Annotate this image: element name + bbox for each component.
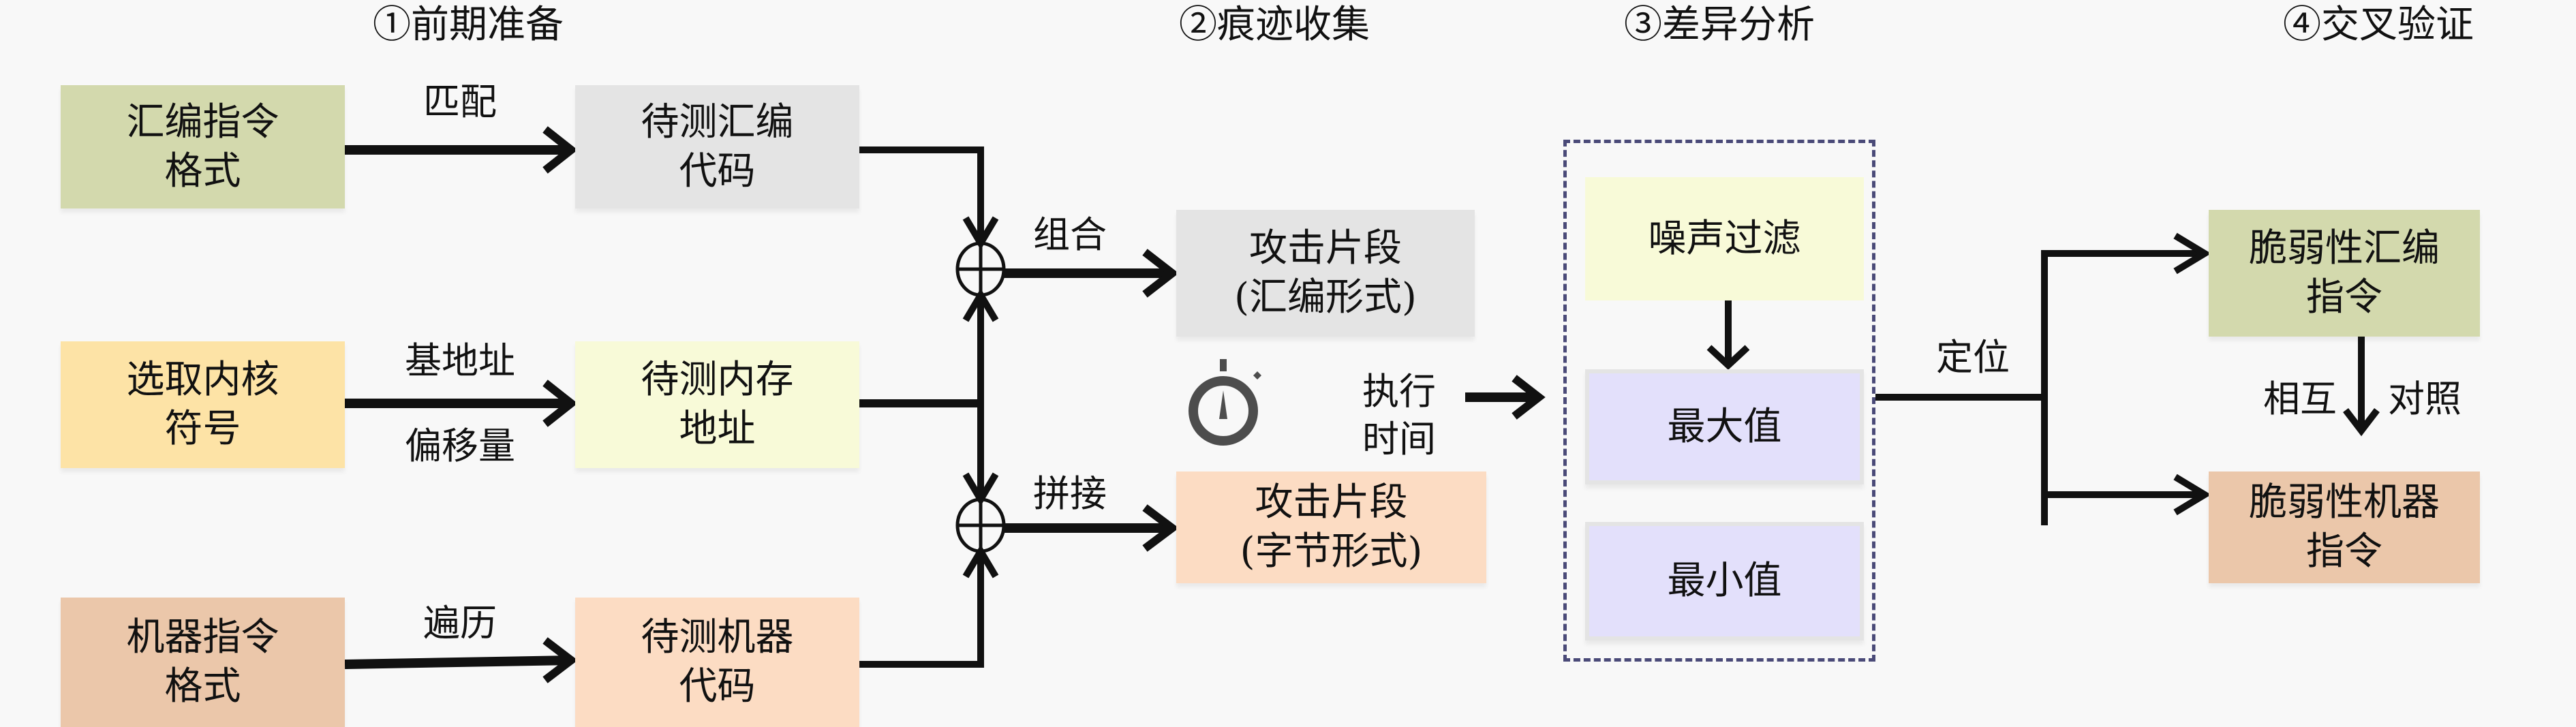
- mem-addr-box: 待测内存 地址: [575, 341, 859, 468]
- kernel-symbol-line1: 选取内核: [126, 358, 279, 402]
- asm-format-line2: 格式: [164, 149, 241, 194]
- arrow-concat: [1004, 504, 1179, 552]
- feed-machine-code: [859, 544, 999, 668]
- machine-format-box: 机器指令 格式: [61, 598, 345, 727]
- arrow-locate: [1875, 232, 2211, 525]
- edge-label-match: 匹配: [423, 80, 497, 123]
- kernel-symbol-line2: 符号: [164, 407, 241, 451]
- machine-code-line1: 待测机器: [641, 615, 794, 660]
- label-mutual: 相互: [2263, 377, 2337, 420]
- exec-time-line1: 执行: [1362, 370, 1436, 413]
- kernel-symbol-box: 选取内核 符号: [61, 341, 345, 468]
- vuln-asm-line1: 脆弱性汇编: [2249, 226, 2440, 270]
- attack-bytes-line1: 攻击片段: [1255, 480, 1408, 525]
- header-step3: ③差异分析: [1624, 3, 1815, 47]
- exec-time-label: 执行 时间: [1356, 365, 1442, 467]
- asm-format-box: 汇编指令 格式: [61, 85, 345, 208]
- attack-asm-box: 攻击片段 (汇编形式): [1176, 210, 1475, 337]
- min-value-text: 最小值: [1667, 559, 1782, 603]
- attack-asm-line1: 攻击片段: [1249, 226, 1402, 270]
- header-step1: ①前期准备: [373, 3, 564, 47]
- attack-asm-line2: (汇编形式): [1234, 275, 1417, 320]
- vuln-machine-line2: 指令: [2306, 529, 2382, 574]
- exec-time-line2: 时间: [1362, 418, 1436, 461]
- concat-junction-icon: [955, 497, 1006, 553]
- mem-addr-line2: 地址: [679, 407, 756, 451]
- arrow-traverse: [344, 637, 578, 683]
- edge-label-offset: 偏移量: [405, 424, 515, 467]
- edge-label-traverse: 遍历: [423, 602, 497, 645]
- arrow-match: [345, 126, 578, 174]
- mem-addr-line1: 待测内存: [641, 358, 794, 402]
- min-value-box: 最小值: [1585, 522, 1864, 640]
- header-step2: ②痕迹收集: [1179, 3, 1370, 47]
- asm-format-line1: 汇编指令: [126, 99, 279, 144]
- asm-code-line1: 待测汇编: [641, 99, 794, 144]
- arrow-noise-to-max: [1706, 300, 1750, 370]
- machine-code-box: 待测机器 代码: [575, 598, 859, 727]
- machine-format-line2: 格式: [164, 664, 241, 709]
- machine-code-line2: 代码: [679, 664, 756, 709]
- attack-bytes-box: 攻击片段 (字节形式): [1176, 471, 1486, 583]
- max-value-box: 最大值: [1585, 369, 1864, 484]
- edge-label-locate: 定位: [1936, 336, 2010, 379]
- arrow-base-offset: [345, 380, 578, 427]
- combine-junction-icon: [955, 241, 1006, 297]
- max-value-text: 最大值: [1667, 404, 1782, 449]
- noise-filter-box: 噪声过滤: [1585, 177, 1864, 300]
- feed-mem-addr: [859, 288, 999, 506]
- noise-filter-text: 噪声过滤: [1648, 216, 1801, 261]
- arrow-combine: [1004, 249, 1179, 298]
- stopwatch-icon: [1189, 359, 1261, 446]
- edge-label-combine: 组合: [1033, 213, 1107, 256]
- feed-asm-code: [859, 146, 999, 250]
- asm-code-line2: 代码: [679, 149, 756, 194]
- machine-format-line1: 机器指令: [126, 615, 279, 660]
- vuln-machine-line1: 脆弱性机器: [2249, 480, 2440, 525]
- vuln-asm-line2: 指令: [2306, 275, 2382, 320]
- edge-label-concat: 拼接: [1033, 472, 1107, 515]
- vuln-asm-box: 脆弱性汇编 指令: [2209, 210, 2480, 337]
- arrow-exec-time: [1465, 375, 1546, 420]
- label-contrast: 对照: [2388, 377, 2462, 420]
- asm-code-box: 待测汇编 代码: [575, 85, 859, 208]
- analysis-group-frame: [1563, 140, 1875, 662]
- vuln-machine-box: 脆弱性机器 指令: [2209, 471, 2480, 583]
- edge-label-base: 基地址: [405, 339, 515, 382]
- header-step4: ④交叉验证: [2283, 3, 2474, 47]
- attack-bytes-line2: (字节形式): [1240, 529, 1423, 574]
